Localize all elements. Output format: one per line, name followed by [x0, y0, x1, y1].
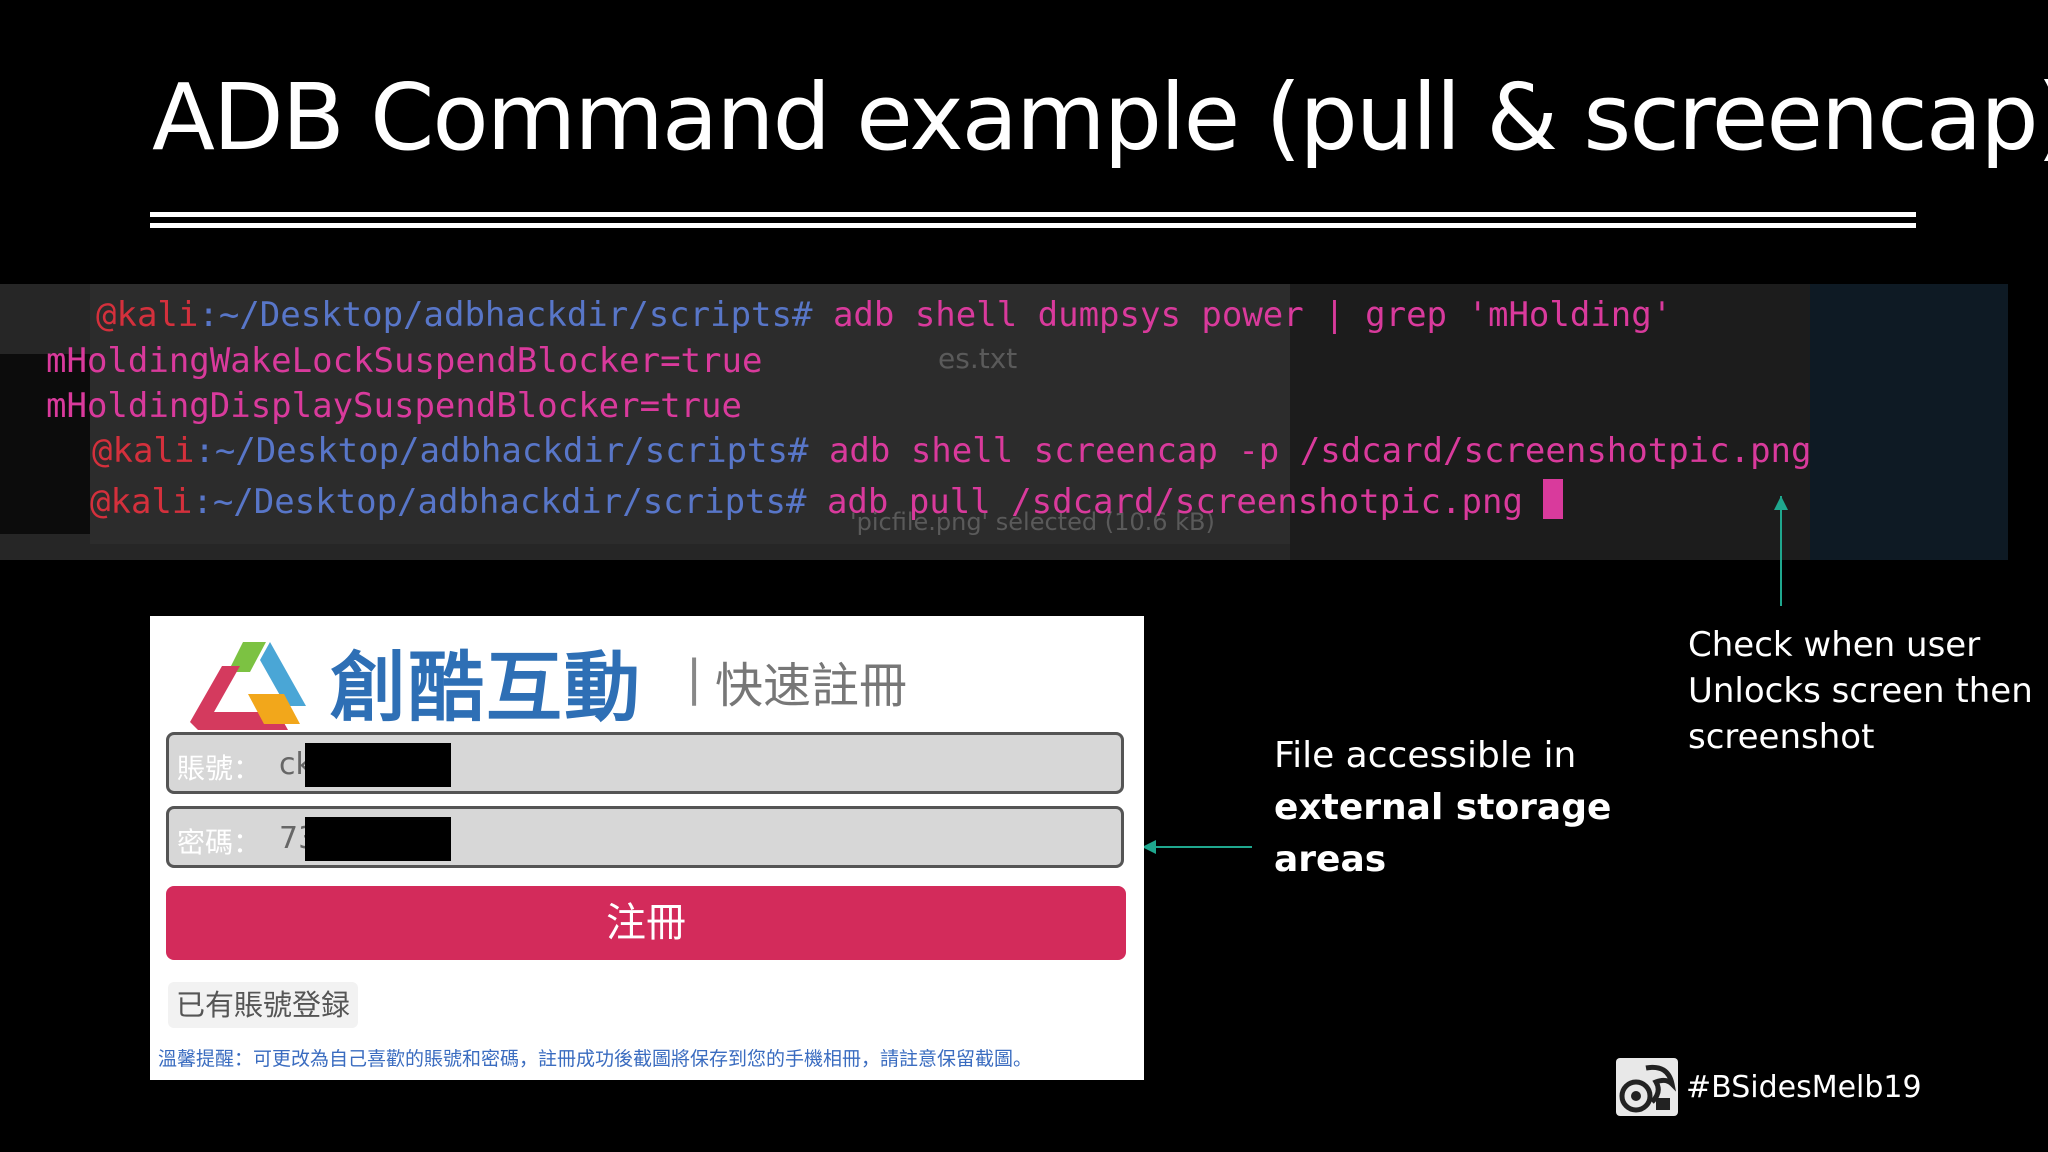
password-field[interactable]: 密碼： 73 [166, 806, 1124, 868]
login-link[interactable]: 已有賬號登録 [168, 982, 359, 1028]
brand-logo-icon [190, 642, 306, 730]
account-label: 賬號： [177, 752, 262, 785]
terminal-output-2: mHoldingDisplaySuspendBlocker=true [46, 386, 742, 426]
password-redaction [305, 817, 451, 861]
terminal-ghost-selection: 'picfile.png' selected (10.6 kB) [850, 508, 1215, 536]
terminal-prompt-path: :~/Desktop/adbhackdir/scripts [192, 482, 786, 522]
reminder-tip: 溫馨提醒：可更改為自己喜歡的賬號和密碼，註冊成功後截圖將保存到您的手機相冊，請註… [158, 1048, 1033, 1070]
unlock-arrow-head-icon [1774, 496, 1788, 510]
bsides-logo-icon [1616, 1058, 1678, 1116]
terminal-prompt-user: @kali [92, 431, 195, 471]
unlock-note-line-1: Check when user [1688, 625, 1981, 665]
terminal-prompt-path: :~/Desktop/adbhackdir/scripts [198, 295, 792, 335]
terminal-command: adb shell dumpsys power | grep 'mHolding… [812, 295, 1673, 335]
unlock-arrow-line [1780, 496, 1782, 606]
terminal-cursor [1543, 479, 1564, 519]
register-button[interactable]: 注冊 [166, 886, 1126, 960]
slide-title: ADB Command example (pull & screencap) [152, 64, 2048, 171]
terminal-command: adb shell screencap -p /sdcard/screensho… [808, 431, 1812, 471]
password-label: 密碼： [177, 826, 262, 859]
terminal-background-left [0, 354, 90, 534]
account-redaction [305, 743, 451, 787]
account-field[interactable]: 賬號： ck [166, 732, 1124, 794]
terminal-line-4: @kali:~/Desktop/adbhackdir/scripts# adb … [92, 434, 1812, 468]
terminal-prompt-path: :~/Desktop/adbhackdir/scripts [194, 431, 788, 471]
event-hashtag: #BSidesMelb19 [1686, 1070, 1922, 1105]
terminal-line-5: @kali:~/Desktop/adbhackdir/scripts# adb … [90, 479, 1564, 522]
storage-arrow-line [1150, 846, 1252, 848]
brand-name: 創酷互動 [330, 643, 642, 732]
terminal-prompt-hash: # [787, 431, 809, 471]
storage-note-bold-2: areas [1274, 839, 1387, 880]
terminal-background-edge [1810, 284, 2008, 560]
storage-note: File accessible in external storage area… [1274, 730, 1611, 886]
terminal-output-1: mHoldingWakeLockSuspendBlocker=true [46, 341, 763, 381]
terminal-line-1: @kali:~/Desktop/adbhackdir/scripts# adb … [96, 298, 1672, 332]
brand-separator: | [686, 650, 703, 706]
storage-note-bold-1: external storage [1274, 787, 1612, 828]
terminal-ghost-filename: es.txt [938, 342, 1018, 375]
title-rule-bottom [150, 223, 1916, 228]
storage-arrow-head-icon [1142, 840, 1156, 854]
terminal-prompt-hash: # [785, 482, 807, 522]
unlock-note: Check when user Unlocks screen then scre… [1688, 622, 2033, 760]
title-rule-top [150, 212, 1916, 217]
terminal-command: adb pull /sdcard/screenshotpic.png [806, 482, 1544, 522]
terminal-screenshot: es.txt 'picfile.png' selected (10.6 kB) … [0, 284, 2008, 560]
terminal-background-window [90, 284, 1290, 544]
storage-note-line-1: File accessible in [1274, 735, 1577, 776]
unlock-note-line-2: Unlocks screen then [1688, 671, 2033, 711]
brand-subtitle: 快速註冊 [715, 658, 908, 714]
bsides-logo-graphic [1619, 1064, 1677, 1113]
phone-screenshot: 創酷互動 | 快速註冊 賬號： ck 密碼： 73 注冊 已有賬號登録 溫馨提醒… [150, 616, 1144, 1080]
terminal-prompt-hash: # [791, 295, 813, 335]
terminal-prompt-user: @kali [90, 482, 193, 522]
unlock-note-line-3: screenshot [1688, 717, 1875, 757]
terminal-prompt-user: @kali [96, 295, 199, 335]
